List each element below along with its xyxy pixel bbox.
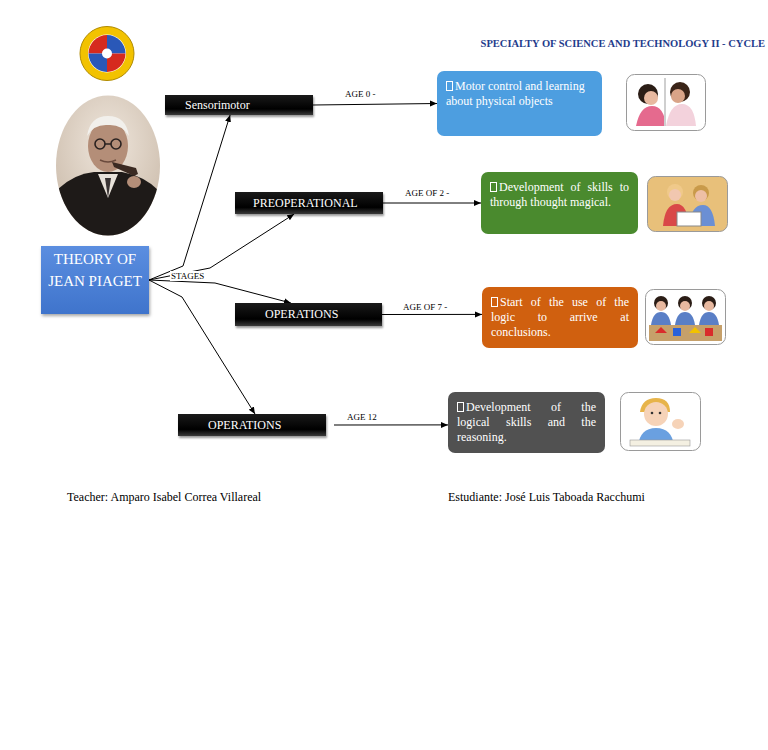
- box-text-content: Motor control and learning about physica…: [446, 79, 585, 108]
- age-label: AGE OF 7 -: [403, 302, 447, 312]
- student-name: Estudiante: José Luis Taboada Racchumi: [448, 490, 645, 505]
- age-label: AGE OF 2 -: [405, 188, 449, 198]
- teacher-name: Teacher: Amparo Isabel Correa Villareal: [67, 490, 261, 505]
- description-box: Motor control and learning about physica…: [437, 71, 602, 136]
- box-text-content: Development of the logical skills and th…: [457, 400, 596, 444]
- box-text: OPERATIONS: [265, 304, 382, 324]
- stage-box: PREOPERATIONAL: [235, 192, 383, 214]
- box-text-content: Sensorimotor: [185, 98, 250, 112]
- box-text: PREOPERATIONAL: [253, 193, 383, 213]
- header-text: SPECIALTY OF SCIENCE AND TECHNOLOGY II -…: [481, 38, 765, 49]
- description-box: Development of the logical skills and th…: [448, 392, 605, 453]
- connector-arrow: [382, 314, 482, 315]
- children-picture: [626, 74, 706, 131]
- child-picture: [620, 392, 701, 451]
- junction-label: STAGES: [170, 271, 205, 281]
- connector-arrow: [149, 115, 230, 280]
- stage-box: OPERATIONS: [235, 303, 382, 326]
- school-logo: [78, 25, 136, 82]
- box-text: Sensorimotor: [185, 95, 313, 115]
- stage-box: Sensorimotor: [165, 95, 313, 115]
- box-text: OPERATIONS: [208, 415, 326, 435]
- connector-arrow: [313, 104, 437, 106]
- box-text-content: OPERATIONS: [208, 418, 281, 432]
- box-text: Start of the use of the logic to arrive …: [491, 295, 629, 340]
- box-text: Development of the logical skills and th…: [457, 400, 596, 445]
- stage-box: OPERATIONS: [178, 414, 326, 436]
- bullet-mark: [457, 402, 464, 412]
- title-box: THEORY OF JEAN PIAGET: [41, 246, 149, 314]
- bullet-mark: [446, 81, 453, 91]
- age-label: AGE 0 -: [345, 89, 376, 99]
- children-picture: [645, 289, 726, 345]
- bullet-mark: [490, 182, 497, 192]
- box-text-content: THEORY OF JEAN PIAGET: [48, 251, 142, 289]
- description-box: Start of the use of the logic to arrive …: [482, 287, 638, 348]
- box-text-content: PREOPERATIONAL: [253, 196, 358, 210]
- connector-arrow: [383, 203, 481, 204]
- bullet-mark: [491, 297, 498, 307]
- description-box: Development of skills to through thought…: [481, 172, 638, 234]
- box-text-content: OPERATIONS: [265, 307, 338, 321]
- box-text: Development of skills to through thought…: [490, 180, 629, 210]
- age-label: AGE 12: [347, 412, 377, 422]
- portrait-photo: [54, 94, 162, 237]
- box-text: Motor control and learning about physica…: [446, 79, 593, 109]
- box-text-content: Start of the use of the logic to arrive …: [491, 295, 629, 339]
- children-picture: [647, 176, 728, 232]
- connector-arrow: [149, 280, 255, 414]
- connector-arrow: [334, 424, 448, 425]
- connector-arrow: [149, 214, 294, 280]
- box-text-content: Development of skills to through thought…: [490, 180, 629, 209]
- box-text: THEORY OF JEAN PIAGET: [45, 248, 145, 292]
